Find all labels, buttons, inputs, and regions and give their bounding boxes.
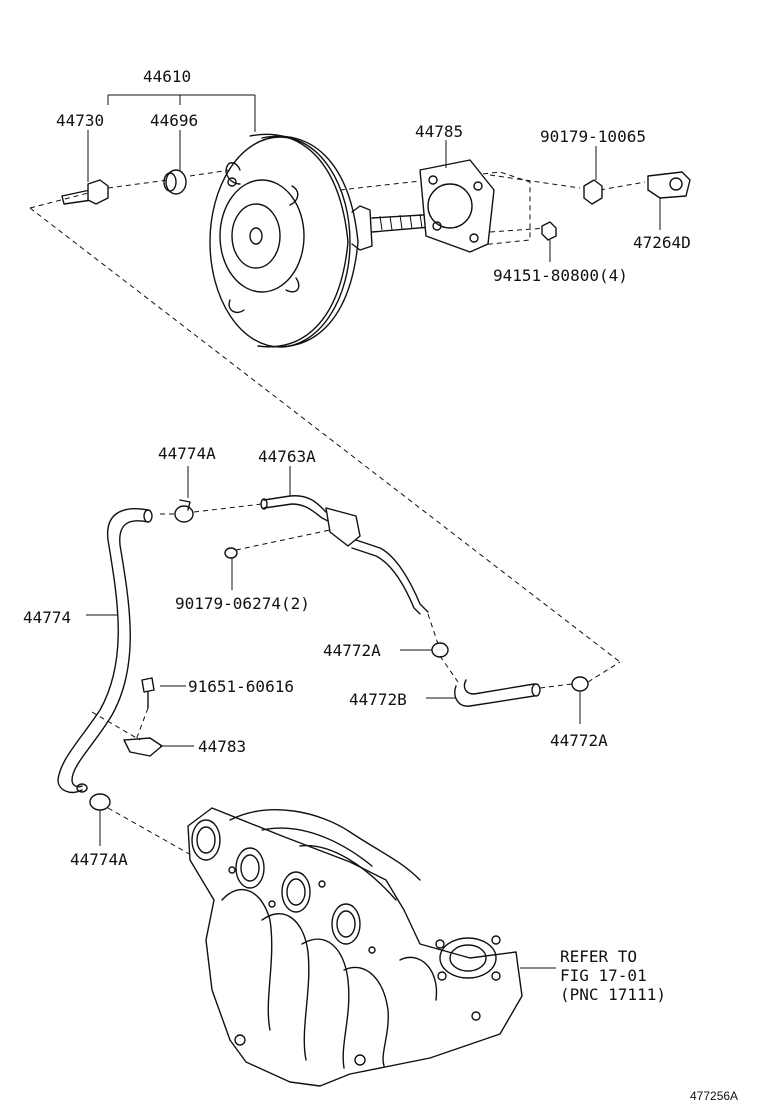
clevis-47264D [647,171,691,199]
doc-number: 477256A [690,1089,738,1103]
label-44772A-right: 44772A [550,731,608,750]
label-91651-60616: 91651-60616 [188,677,294,696]
label-94151-80800: 94151-80800(4) [493,266,628,285]
clamp-44772A-mid [431,642,449,658]
label-90179-06274: 90179-06274(2) [175,594,310,613]
label-44783: 44783 [198,737,246,756]
label-44772A-mid: 44772A [323,641,381,660]
gasket-44785 [419,159,495,253]
bolt-44730 [61,179,109,205]
label-44774A-top: 44774A [158,444,216,463]
label-47264D: 47264D [633,233,691,252]
vacuum-hose-group [57,466,621,861]
nut-90179-10065 [583,179,603,205]
grommet-44696 [163,169,187,195]
brake-booster-group [29,94,691,663]
refer-line-1: REFER TO [560,947,637,966]
nut-94151-80800 [541,221,557,241]
label-44730: 44730 [56,111,104,130]
refer-line-3: (PNC 17111) [560,985,666,1004]
label-44774: 44774 [23,608,71,627]
label-44774A-bottom: 44774A [70,850,128,869]
gasket-90179-06274 [224,547,238,559]
clamp-44774A-top [174,499,194,523]
brake-booster-body [209,133,443,348]
hose-44774 [57,508,149,794]
clamp-44774A-bottom [89,793,111,811]
intake-manifold [187,807,556,1087]
label-44696: 44696 [150,111,198,130]
bracket-44783 [123,737,163,757]
label-44610: 44610 [143,67,191,86]
manifold-ports [191,819,361,945]
hose-44772B [454,679,541,707]
label-44785: 44785 [415,122,463,141]
clamp-44772A-right [571,676,589,692]
refer-line-2: FIG 17-01 [560,966,647,985]
label-90179-10065: 90179-10065 [540,127,646,146]
label-44763A: 44763A [258,447,316,466]
label-44772B: 44772B [349,690,407,709]
bolt-91651-60616 [141,677,155,709]
